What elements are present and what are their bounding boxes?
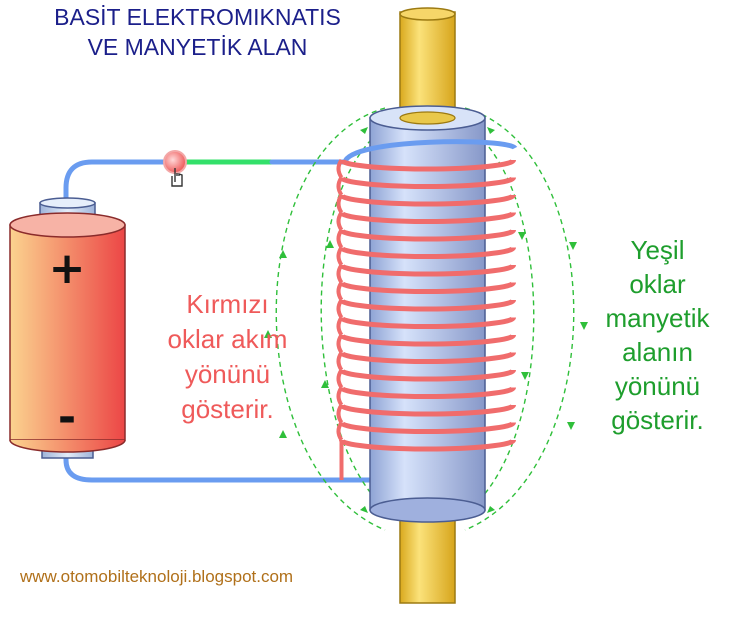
coil-turn-side xyxy=(336,316,344,337)
bottom-wire xyxy=(63,452,375,483)
current-label-line-4: gösterir. xyxy=(181,394,274,424)
top-wire xyxy=(63,159,169,208)
circuit-wires xyxy=(63,159,375,483)
top-lead-wrap xyxy=(342,139,518,164)
coil-turn xyxy=(339,298,516,312)
field-label-line-1: Yeşil xyxy=(630,235,685,265)
coil-turn xyxy=(339,438,516,452)
coil-turn-side xyxy=(336,246,344,267)
page-title: BASİT ELEKTROMIKNATIS VE MANYETİK ALAN xyxy=(10,2,385,62)
field-label-line-4: alanın xyxy=(622,337,693,367)
coil-turn-side xyxy=(336,158,344,179)
current-label-line-3: yönünü xyxy=(184,359,271,389)
current-label-line-2: oklar akım xyxy=(167,324,288,354)
coil-turn-side xyxy=(336,421,344,442)
coil-windings xyxy=(336,158,516,480)
battery-minus-symbol: - xyxy=(58,392,76,443)
coil-turn-side xyxy=(336,281,344,302)
field-label-line-5: yönünü xyxy=(614,371,701,401)
field-arrows xyxy=(264,127,588,513)
coil-turn xyxy=(339,421,516,434)
coil-turn xyxy=(339,228,516,242)
current-direction-label: Kırmızı oklar akım yönünü gösterir. xyxy=(150,287,305,427)
coil-turn xyxy=(339,211,516,224)
battery: + - xyxy=(9,197,126,459)
field-label-line-6: gösterir. xyxy=(611,405,704,435)
coil-turn-side xyxy=(336,263,344,284)
coil-turn-side xyxy=(336,228,344,249)
rod-top xyxy=(399,7,456,123)
title-line-2: VE MANYETİK ALAN xyxy=(87,34,308,60)
coil-turn xyxy=(339,386,516,399)
coil-turn-side xyxy=(336,351,344,372)
coil-turn-side xyxy=(336,298,344,319)
coil-turn-side xyxy=(336,368,344,389)
battery-plus-symbol: + xyxy=(49,243,86,294)
magnetic-field-lines xyxy=(275,103,575,536)
field-direction-label: Yeşil oklar manyetik alanın yönünü göste… xyxy=(585,233,730,437)
hand-cursor-icon xyxy=(171,168,183,187)
coil-turn-side xyxy=(336,403,344,424)
coil-turn xyxy=(339,351,516,364)
coil-turn xyxy=(339,193,516,207)
website-link[interactable]: www.otomobilteknoloji.blogspot.com xyxy=(20,567,294,586)
field-label-line-2: oklar xyxy=(629,269,686,299)
coil-turn xyxy=(339,368,516,382)
coil-turn-side xyxy=(336,193,344,214)
current-indicator-dot xyxy=(163,150,187,187)
current-label-line-1: Kırmızı xyxy=(186,289,269,319)
title-line-1: BASİT ELEKTROMIKNATIS xyxy=(54,4,341,30)
coil-turn-side xyxy=(336,211,344,232)
coil-turn xyxy=(339,246,516,259)
coil-turn xyxy=(339,281,516,294)
field-label-line-3: manyetik xyxy=(605,303,710,333)
coil-turn-side xyxy=(336,333,344,354)
coil-turn-side xyxy=(336,386,344,407)
coil-turn xyxy=(339,316,516,329)
coil-turn xyxy=(339,403,516,417)
coil-turn xyxy=(339,176,516,189)
coil-turn xyxy=(339,158,516,172)
coil-turn-side xyxy=(336,176,344,197)
coil-turn xyxy=(339,333,516,347)
coil-turn xyxy=(339,263,516,277)
